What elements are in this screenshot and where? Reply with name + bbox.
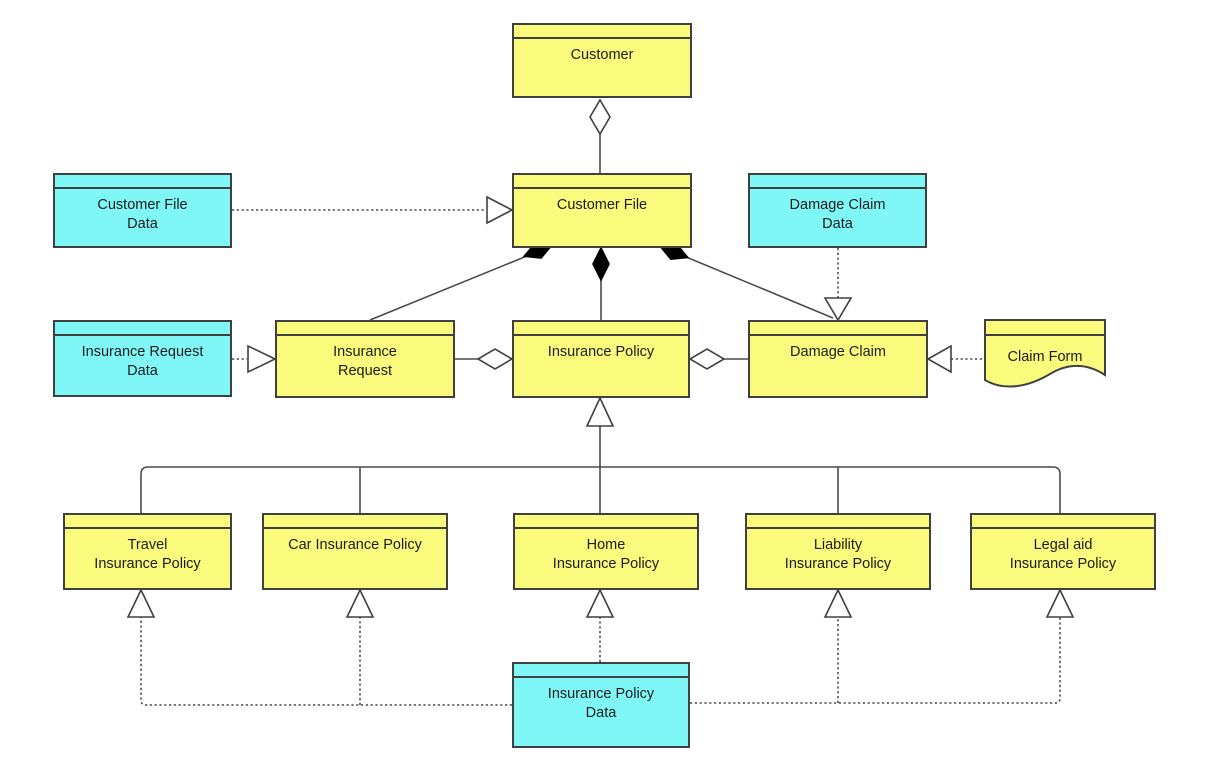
edge-composition-customer-file-damage-claim[interactable] <box>657 239 834 319</box>
node-top-compartment <box>277 322 453 336</box>
edge-realization-insurance-request-data[interactable] <box>232 344 277 374</box>
edge-composition-customer-file-insurance-policy[interactable] <box>592 246 610 320</box>
node-home-insurance-policy[interactable]: Home Insurance Policy <box>513 513 699 590</box>
node-top-compartment <box>750 175 925 189</box>
edge-realization-insurance-policy-data-home[interactable] <box>585 588 615 662</box>
edge-realization-insurance-policy-data-car[interactable] <box>345 588 375 705</box>
node-top-compartment <box>264 515 446 529</box>
node-top-compartment <box>55 175 230 189</box>
node-label: Customer File <box>556 197 648 213</box>
node-customer[interactable]: Customer <box>512 23 692 98</box>
node-top-compartment <box>55 322 230 336</box>
node-travel-insurance-policy[interactable]: Travel Insurance Policy <box>63 513 232 590</box>
node-top-compartment <box>514 175 690 189</box>
edge-specialization-bus[interactable] <box>140 396 1061 513</box>
node-label: Insurance Request Data <box>81 344 204 380</box>
edge-aggregation-insurance-policy-damage-claim[interactable] <box>688 348 748 370</box>
node-label: Insurance Policy Data <box>547 686 655 722</box>
node-top-compartment <box>747 515 929 529</box>
node-label: Customer File Data <box>97 197 188 233</box>
node-insurance-request-data[interactable]: Insurance Request Data <box>53 320 232 397</box>
node-label: Insurance Request <box>333 344 397 380</box>
node-insurance-request[interactable]: Insurance Request <box>275 320 455 398</box>
node-customer-file-data[interactable]: Customer File Data <box>53 173 232 248</box>
node-label: Home Insurance Policy <box>552 537 660 573</box>
node-label: Legal aid Insurance Policy <box>1009 537 1117 573</box>
node-label: Car Insurance Policy <box>288 537 422 553</box>
node-car-insurance-policy[interactable]: Car Insurance Policy <box>262 513 448 590</box>
edge-aggregation-customer-customer-file[interactable] <box>589 98 611 173</box>
edge-realization-insurance-policy-data-travel[interactable] <box>126 588 512 706</box>
node-label: Customer <box>570 47 634 63</box>
node-label: Travel Insurance Policy <box>94 537 201 573</box>
node-label: Insurance Policy <box>547 344 655 360</box>
node-label: Damage Claim <box>790 344 886 360</box>
node-claim-form-shape[interactable] <box>984 319 1106 388</box>
node-top-compartment <box>972 515 1154 529</box>
node-damage-claim-data[interactable]: Damage Claim Data <box>748 173 927 248</box>
node-insurance-policy-data[interactable]: Insurance Policy Data <box>512 662 690 748</box>
node-label: Damage Claim Data <box>789 197 886 233</box>
node-damage-claim[interactable]: Damage Claim <box>748 320 928 398</box>
edge-aggregation-insurance-policy-insurance-request[interactable] <box>455 348 514 370</box>
node-top-compartment <box>515 515 697 529</box>
node-top-compartment <box>514 25 690 39</box>
node-top-compartment <box>750 322 926 336</box>
node-customer-file[interactable]: Customer File <box>512 173 692 248</box>
node-insurance-policy[interactable]: Insurance Policy <box>512 320 690 398</box>
node-label: Liability Insurance Policy <box>784 537 892 573</box>
edge-composition-customer-file-insurance-request[interactable] <box>369 238 555 321</box>
node-claim-form-label: Claim Form <box>1007 349 1083 365</box>
node-top-compartment <box>514 322 688 336</box>
node-top-compartment <box>65 515 230 529</box>
edge-realization-damage-claim-data[interactable] <box>823 248 853 322</box>
edge-realization-insurance-policy-data-legal-aid[interactable] <box>690 588 1075 704</box>
edge-realization-insurance-policy-data-liability[interactable] <box>823 588 853 703</box>
node-legal-aid-insurance-policy[interactable]: Legal aid Insurance Policy <box>970 513 1156 590</box>
node-liability-insurance-policy[interactable]: Liability Insurance Policy <box>745 513 931 590</box>
edge-realization-customer-file-data[interactable] <box>232 195 514 225</box>
node-top-compartment <box>514 664 688 678</box>
edge-realization-claim-form[interactable] <box>926 344 985 374</box>
